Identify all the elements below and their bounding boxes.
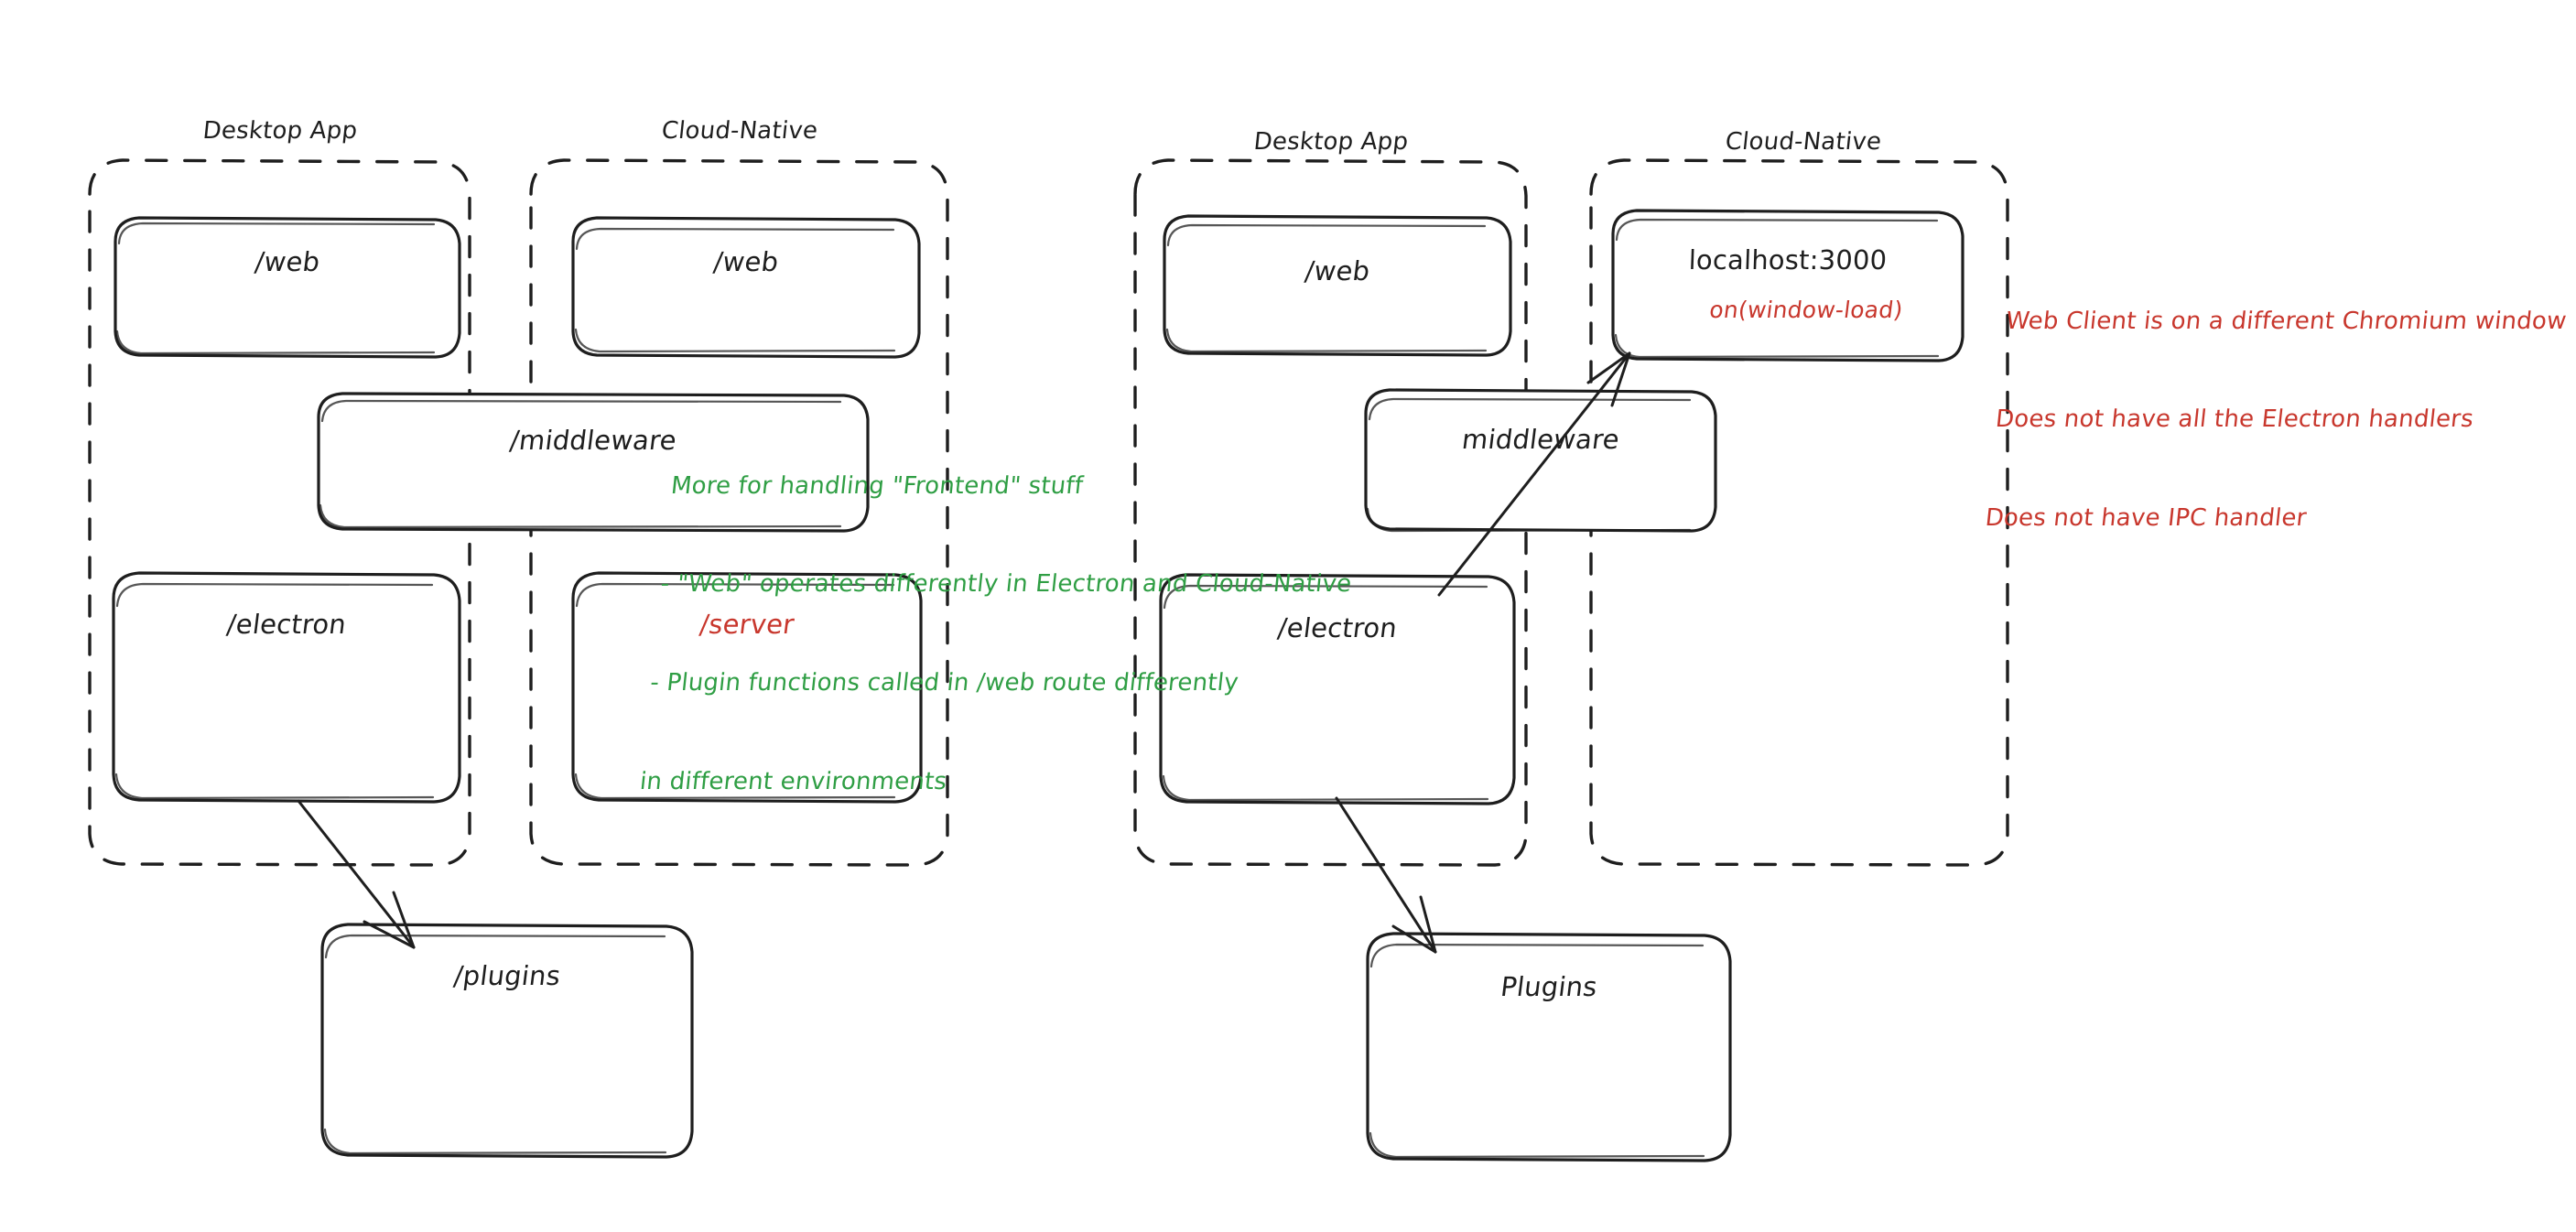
group-title-left-cloud-native: Cloud-Native xyxy=(660,117,819,145)
node-left-electron-shape xyxy=(112,571,461,804)
node-left-desktop-web-shape xyxy=(114,216,461,359)
node-label-right-plugins[interactable]: Plugins xyxy=(1499,971,1599,1002)
annotation-green-line-4: in different environments xyxy=(638,767,948,795)
group-title-right-cloud-native: Cloud-Native xyxy=(1724,128,1883,156)
node-label-left-plugins[interactable]: /plugins xyxy=(451,960,563,991)
node-right-electron-shape xyxy=(1159,573,1516,805)
annotation-green-line-1: More for handling "Frontend" stuff xyxy=(669,471,1085,500)
node-left-cloud-web-shape xyxy=(571,216,921,359)
node-label-right-middleware[interactable]: middleware xyxy=(1460,424,1621,455)
group-right-cloud-native-boundary xyxy=(1589,158,2009,867)
arrow-right-electron-to-localhost xyxy=(1437,351,1631,597)
annotation-red-web-client-notes: Web Client is on a different Chromium wi… xyxy=(1976,240,2576,601)
node-label-right-localhost[interactable]: localhost:3000 xyxy=(1688,244,1888,276)
node-right-middleware-shape xyxy=(1364,388,1717,533)
node-right-desktop-web-shape xyxy=(1163,214,1512,357)
annotation-green-line-2: - "Web" operates differently in Electron… xyxy=(659,570,1353,599)
node-right-plugins-shape xyxy=(1366,932,1732,1162)
annotation-green-line-3: - Plugin functions called in /web route … xyxy=(648,669,1240,697)
arrow-left-electron-to-plugins xyxy=(297,799,416,949)
node-label-left-cloud-web[interactable]: /web xyxy=(711,246,781,277)
node-label-left-electron[interactable]: /electron xyxy=(224,609,349,640)
node-sublabel-right-localhost-on-window-load: on(window-load) xyxy=(1707,297,1905,323)
node-right-localhost-shape xyxy=(1611,209,1964,362)
node-left-plugins-shape xyxy=(320,923,694,1159)
node-label-right-desktop-web[interactable]: /web xyxy=(1303,255,1372,286)
node-label-left-desktop-web[interactable]: /web xyxy=(253,246,322,277)
group-left-cloud-native-boundary xyxy=(529,158,949,867)
annotation-red-line-3: Does not have IPC handler xyxy=(1984,504,2309,532)
group-title-right-desktop-app: Desktop App xyxy=(1252,128,1410,156)
group-title-left-desktop-app: Desktop App xyxy=(201,117,359,145)
annotation-red-line-2: Does not have all the Electron handlers xyxy=(1994,405,2475,434)
node-left-middleware-shape xyxy=(317,392,870,533)
node-left-server-shape xyxy=(571,571,923,804)
node-label-right-electron[interactable]: /electron xyxy=(1275,612,1400,643)
arrow-right-electron-to-plugins xyxy=(1335,796,1437,954)
annotation-red-line-1: Web Client is on a different Chromium wi… xyxy=(2004,307,2569,335)
